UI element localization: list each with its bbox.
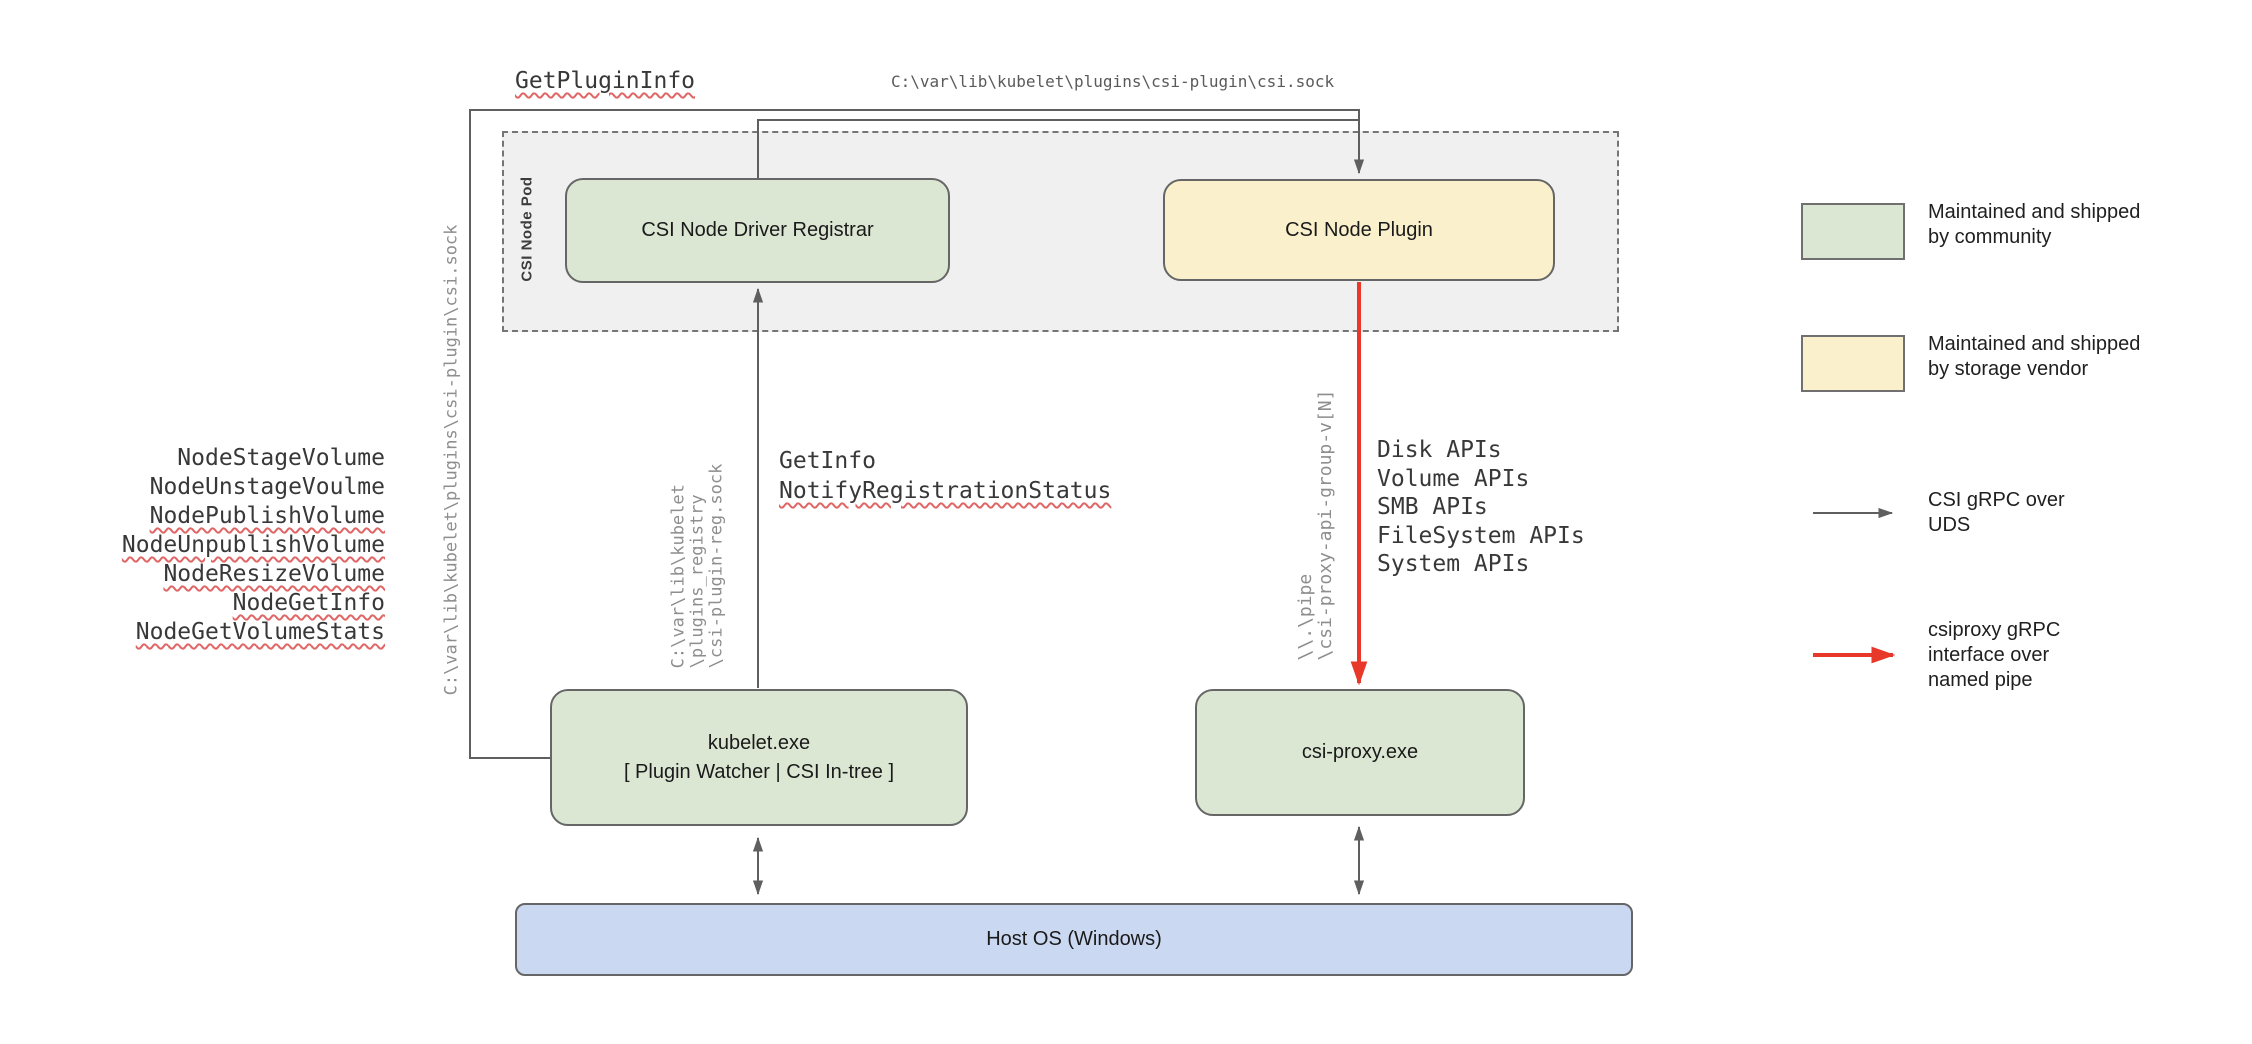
api-item: FileSystem APIs: [1377, 522, 1585, 549]
pipe-path-line: \csi-proxy-api-group-v[N]: [1315, 389, 1336, 661]
node-rpcs-list: NodeStageVolume NodeUnstageVoulme NodePu…: [90, 444, 385, 647]
api-item: SMB APIs: [1377, 494, 1488, 520]
registrar-to-plugin-connector: [757, 119, 1358, 178]
kubelet-label-line2: [ Plugin Watcher | CSI In-tree ]: [623, 760, 895, 783]
kubelet-node: kubelet.exe [ Plugin Watcher | CSI In-tr…: [550, 689, 968, 826]
rpc-item: NodePublishVolume: [149, 503, 385, 529]
registrar-node: CSI Node Driver Registrar: [565, 178, 950, 283]
get-plugin-info-label: GetPluginInfo: [515, 68, 695, 94]
plugin-node: CSI Node Plugin: [1163, 179, 1555, 281]
rpc-item: NotifyRegistrationStatus: [779, 478, 1112, 504]
registry-path-line: \plugins_registry: [687, 494, 708, 669]
registry-path-line: C:\var\lib\kubelet: [668, 484, 689, 669]
kubelet-to-plugin-connector: [469, 109, 1365, 759]
legend-vendor-swatch: [1801, 335, 1905, 392]
legend-community-swatch: [1801, 203, 1905, 260]
kubelet-label-line1: kubelet.exe: [707, 731, 811, 754]
legend-vendor-text: Maintained and shipped by storage vendor: [1928, 333, 2141, 380]
registrar-label: CSI Node Driver Registrar: [641, 219, 874, 241]
csiproxy-label: csi-proxy.exe: [1301, 741, 1419, 763]
registry-path-label: C:\var\lib\kubelet \plugins_registry \cs…: [668, 463, 727, 669]
plugin-label: CSI Node Plugin: [1285, 218, 1433, 241]
pipe-path-label: \\.\pipe \csi-proxy-api-group-v[N]: [1295, 389, 1336, 661]
rpc-item: NodeUnstageVoulme: [149, 474, 385, 500]
get-plugin-info-text: GetPluginInfo: [515, 68, 696, 94]
csi-sock-path-top-label: C:\var\lib\kubelet\plugins\csi-plugin\cs…: [891, 72, 1335, 91]
rpc-item: NodeResizeVolume: [163, 561, 385, 587]
api-item: Volume APIs: [1377, 465, 1530, 492]
legend-community-text: Maintained and shipped by community: [1928, 201, 2141, 248]
legend-pipe-text: csiproxy gRPC interface over named pipe: [1928, 619, 2061, 691]
api-item: System APIs: [1377, 551, 1530, 577]
csiproxy-node: csi-proxy.exe: [1195, 689, 1525, 816]
legend-uds-text: CSI gRPC over UDS: [1928, 489, 2065, 536]
rpc-item: NodeUnpublishVolume: [121, 532, 385, 558]
proxy-apis-list: Disk APIs Volume APIs SMB APIs FileSyste…: [1377, 436, 1585, 579]
api-item: Disk APIs: [1377, 437, 1502, 463]
hostos-label: Host OS (Windows): [986, 928, 1162, 950]
registrar-rpcs-list: GetInfo NotifyRegistrationStatus: [779, 446, 1111, 506]
pipe-path-line: \\.\pipe: [1295, 573, 1316, 661]
csi-sock-path-left-label: C:\var\lib\kubelet\plugins\csi-plugin\cs…: [441, 224, 462, 696]
rpc-item: NodeGetVolumeStats: [135, 619, 385, 645]
hostos-node: Host OS (Windows): [515, 903, 1633, 976]
rpc-item: GetInfo: [779, 448, 876, 474]
rpc-item: NodeGetInfo: [232, 590, 385, 616]
rpc-item: NodeStageVolume: [177, 445, 385, 471]
registry-path-line: \csi-plugin-reg.sock: [706, 463, 727, 669]
